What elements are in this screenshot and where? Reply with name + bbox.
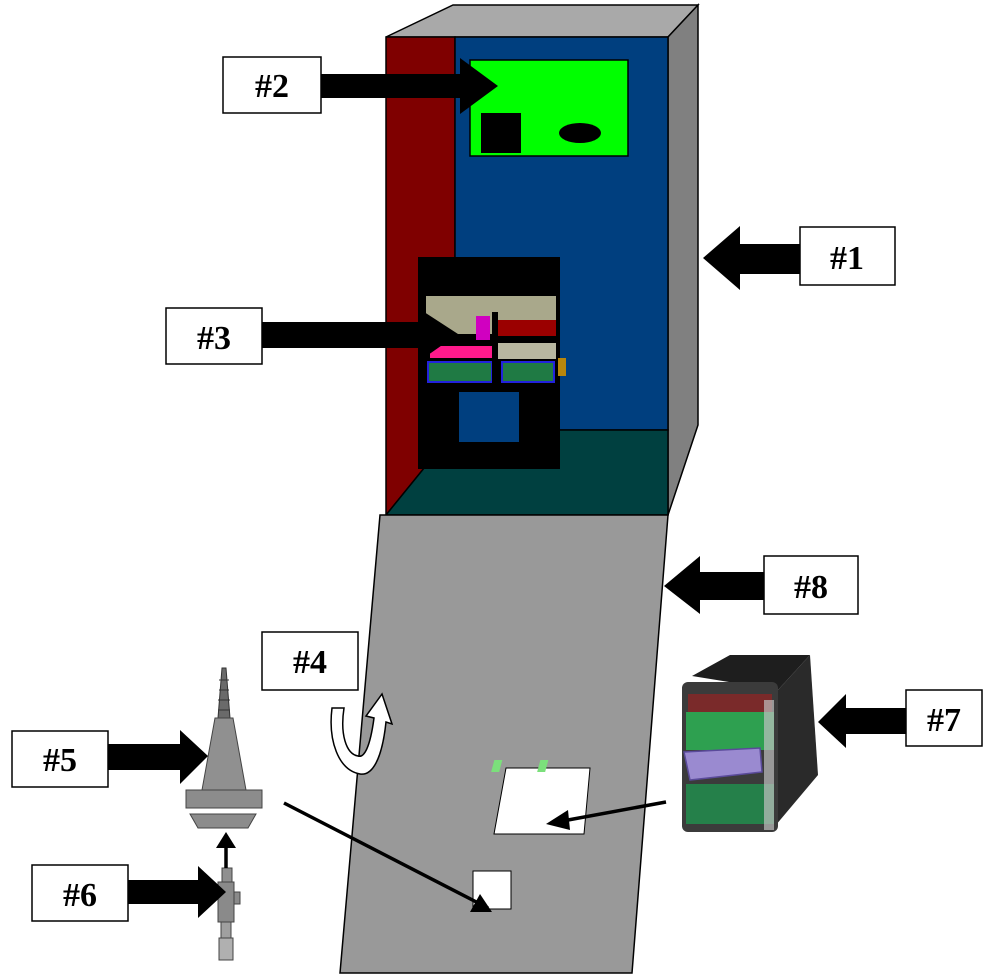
keypad-square (481, 113, 521, 153)
label-1-text: #1 (830, 240, 864, 277)
label-7-text: #7 (927, 702, 961, 739)
door-validator-cutout (493, 767, 591, 835)
label-3-text: #3 (197, 320, 231, 357)
key-flange (185, 789, 263, 809)
lock-cylinder-shaft (220, 921, 232, 939)
validator-green-lower (686, 784, 774, 824)
connector-arrowhead-hole (470, 894, 492, 912)
validator-red-trim (688, 694, 772, 712)
label-4-text: #4 (293, 644, 327, 681)
internal-validator-assembly (418, 257, 566, 469)
arrow-8 (664, 556, 764, 614)
lock-cylinder-tab (233, 891, 241, 905)
validator-magenta-strip (430, 346, 496, 358)
arrow-2 (320, 58, 498, 114)
label-4: #4 (261, 631, 359, 691)
key-body (201, 717, 247, 791)
key-handle (189, 813, 257, 829)
cabinet-door (339, 514, 669, 974)
validator-led-left (491, 760, 503, 772)
label-5-text: #5 (43, 742, 77, 779)
arrow-6 (128, 866, 226, 918)
label-3: #3 (165, 307, 263, 365)
arrow-3 (262, 308, 458, 362)
validator-red-bar (498, 320, 556, 336)
arrow-1 (703, 226, 802, 290)
bill-validator (491, 655, 818, 832)
label-1: #1 (799, 226, 896, 286)
label-5: #5 (11, 730, 109, 788)
validator-side-knob (558, 358, 566, 376)
frame-window (459, 392, 519, 442)
lock-cylinder-end (218, 937, 234, 961)
curved-rotation-arrow (330, 692, 394, 775)
cabinet-side (667, 3, 699, 516)
validator-pink-part (476, 316, 490, 340)
key (185, 667, 263, 829)
connector-arrowhead-key (216, 832, 236, 848)
validator-led-right (537, 760, 549, 772)
cabinet-top (385, 4, 700, 38)
connector-line-key-to-hole (283, 801, 489, 910)
validator-stem (492, 312, 498, 384)
label-8: #8 (763, 555, 859, 615)
display-panel (469, 59, 629, 157)
arrow-5 (108, 730, 208, 784)
connector-arrowhead-door (546, 810, 570, 830)
label-7: #7 (905, 689, 983, 747)
validator-bezel-right (501, 361, 555, 383)
validator-green-upper (686, 712, 774, 750)
label-2: #2 (222, 56, 322, 114)
validator-side-face (770, 655, 818, 832)
validator-bezel-left (427, 361, 493, 383)
validator-bracket (764, 700, 774, 830)
lock-cylinder (217, 867, 241, 961)
label-2-text: #2 (255, 68, 289, 105)
card-slot-oval (559, 123, 601, 143)
connector-line-validator-to-door (567, 800, 667, 822)
validator-bill-slot (683, 747, 763, 781)
label-8-text: #8 (794, 569, 828, 606)
label-6-text: #6 (63, 877, 97, 914)
validator-mid-tray (498, 343, 556, 359)
arrow-7 (818, 694, 906, 748)
validator-top-face (692, 655, 810, 690)
label-6: #6 (31, 864, 129, 922)
